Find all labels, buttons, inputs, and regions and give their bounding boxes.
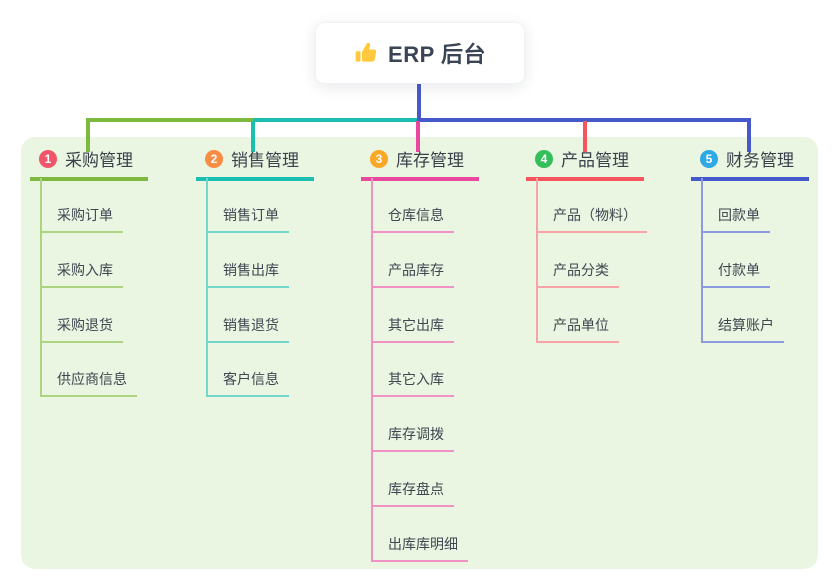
branches-panel — [21, 137, 818, 569]
branch-number-badge: 2 — [205, 149, 223, 168]
branch-title: 销售管理 — [231, 151, 299, 170]
child-node[interactable]: 产品（物料） — [536, 205, 647, 233]
connector-drop-line — [86, 121, 90, 152]
connector-bus-segment — [417, 118, 751, 122]
branch-header-1[interactable]: 1 采购管理 — [30, 146, 148, 181]
branch-number-badge: 3 — [370, 149, 388, 168]
root-node[interactable]: ERP 后台 — [315, 22, 525, 84]
branch-title: 产品管理 — [561, 151, 629, 170]
child-node[interactable]: 结算账户 — [701, 315, 784, 343]
connector-bus-segment — [253, 118, 419, 122]
connector-bus-segment — [86, 118, 255, 122]
connector-drop-line — [416, 121, 420, 152]
branch-title: 库存管理 — [396, 151, 464, 170]
branch-header-2[interactable]: 2 销售管理 — [196, 146, 314, 181]
child-node[interactable]: 其它入库 — [371, 369, 454, 397]
child-node[interactable]: 产品单位 — [536, 315, 619, 343]
root-connector-line — [417, 82, 421, 122]
branch-number-badge: 1 — [39, 149, 57, 168]
child-node[interactable]: 付款单 — [701, 260, 770, 288]
branch-title: 财务管理 — [726, 151, 794, 170]
branch-number-badge: 4 — [535, 149, 553, 168]
child-node[interactable]: 产品分类 — [536, 260, 619, 288]
branch-header-3[interactable]: 3 库存管理 — [361, 146, 479, 181]
child-node[interactable]: 采购入库 — [40, 260, 123, 288]
connector-drop-line — [251, 121, 255, 152]
child-node[interactable]: 供应商信息 — [40, 369, 137, 397]
child-node[interactable]: 客户信息 — [206, 369, 289, 397]
child-node[interactable]: 销售订单 — [206, 205, 289, 233]
branch-title: 采购管理 — [65, 151, 133, 170]
child-node[interactable]: 销售退货 — [206, 315, 289, 343]
branch-trunk-line — [701, 178, 703, 343]
root-node-label: ERP 后台 — [388, 42, 486, 67]
child-node[interactable]: 出库库明细 — [371, 534, 468, 562]
branch-number-badge: 5 — [700, 149, 718, 168]
child-node[interactable]: 仓库信息 — [371, 205, 454, 233]
child-node[interactable]: 销售出库 — [206, 260, 289, 288]
child-node[interactable]: 产品库存 — [371, 260, 454, 288]
connector-drop-line — [583, 121, 587, 152]
connector-drop-line — [747, 121, 751, 152]
branch-header-4[interactable]: 4 产品管理 — [526, 146, 644, 181]
child-node[interactable]: 采购退货 — [40, 315, 123, 343]
child-node[interactable]: 采购订单 — [40, 205, 123, 233]
child-node[interactable]: 其它出库 — [371, 315, 454, 343]
child-node[interactable]: 库存调拨 — [371, 424, 454, 452]
thumbs-up-icon — [355, 42, 377, 62]
branch-trunk-line — [371, 178, 373, 562]
child-node[interactable]: 库存盘点 — [371, 479, 454, 507]
branch-trunk-line — [536, 178, 538, 343]
child-node[interactable]: 回款单 — [701, 205, 770, 233]
branch-header-5[interactable]: 5 财务管理 — [691, 146, 809, 181]
